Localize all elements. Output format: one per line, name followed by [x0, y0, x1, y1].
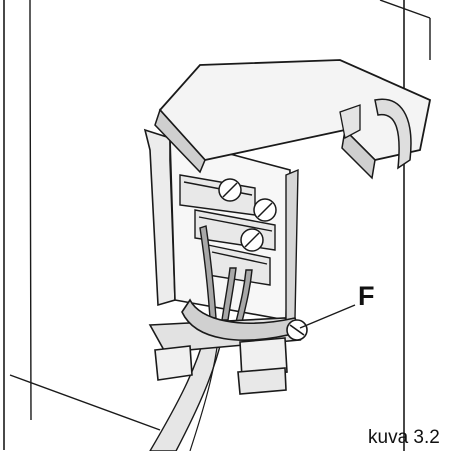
callout-label-f: F	[358, 281, 375, 311]
figure-border	[3, 0, 405, 451]
lid-hinge-edge	[341, 128, 376, 180]
wall-lines	[9, 0, 431, 431]
terminal-screws	[218, 178, 277, 252]
screw-3-slot	[244, 232, 260, 248]
clamp-foot-right	[239, 337, 288, 379]
clamp-screw-slot	[289, 324, 305, 336]
box-right-wall	[285, 168, 299, 321]
terminal-bottom-ridge	[211, 251, 268, 265]
lid-front-edge	[154, 108, 206, 174]
lid-top-face	[158, 59, 432, 161]
supply-cable	[149, 334, 223, 451]
wall-top-corner-line	[379, 0, 431, 19]
lid-clip	[339, 104, 361, 139]
clamp-foot-left	[154, 345, 193, 381]
floor-line	[9, 374, 161, 431]
callout-leader-line	[299, 304, 356, 329]
clamp-foot-right-lower	[237, 367, 287, 395]
wall-edge-line	[29, 0, 32, 421]
screw-1-slot	[222, 182, 238, 198]
wire-2	[221, 267, 237, 321]
terminal-blocks	[179, 174, 276, 286]
lid-latch	[374, 98, 412, 170]
junction-box-lid	[154, 59, 432, 180]
cable-clamp	[148, 298, 308, 395]
terminal-middle-ridge	[198, 216, 273, 232]
screw-2-slot	[257, 202, 273, 218]
figure-caption: kuva 3.2	[368, 427, 440, 448]
